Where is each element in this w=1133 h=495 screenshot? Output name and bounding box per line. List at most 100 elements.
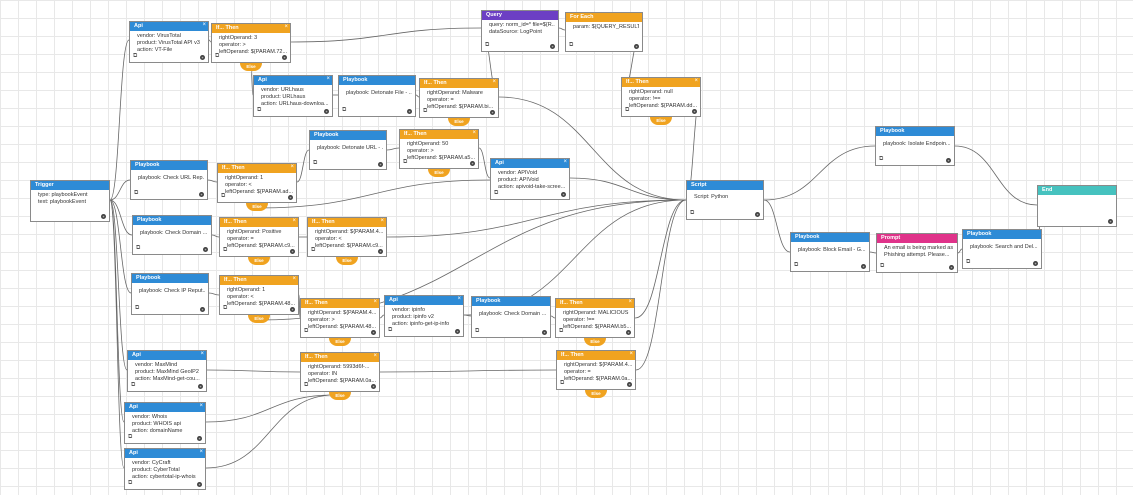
close-icon[interactable]: ×: [326, 76, 330, 82]
close-icon[interactable]: ×: [199, 449, 203, 455]
prompt-node[interactable]: Prompt An email is being marked as a Phi…: [876, 233, 958, 273]
add-icon[interactable]: +: [290, 249, 295, 254]
copy-icon[interactable]: ⧉: [313, 160, 318, 166]
foreach-node[interactable]: For Each param: ${QUERY_RESULT... ⧉ +: [565, 12, 643, 52]
close-icon[interactable]: ×: [292, 276, 296, 282]
add-icon[interactable]: +: [199, 192, 204, 197]
playbook-check-ip-node[interactable]: Playbook playbook: Check IP Reput... ⧉ +: [131, 273, 209, 315]
playbook-search-delete-node[interactable]: Playbook playbook: Search and Del... ⧉ +: [962, 229, 1042, 269]
condition-ip2-node[interactable]: If... Then × rightOperand: ${PARAM.4... …: [300, 298, 380, 338]
api-virustotal-node[interactable]: Api × vendor: VirusTotal product: VirusT…: [129, 21, 209, 63]
playbook-isolate-endpoint-node[interactable]: Playbook playbook: Isolate Endpoin... ⧉ …: [875, 126, 955, 166]
copy-icon[interactable]: ⧉: [625, 107, 630, 113]
copy-icon[interactable]: ⧉: [223, 305, 228, 311]
condition-vt-node[interactable]: If... Then × rightOperand: 3 operator: >…: [211, 23, 291, 63]
else-branch[interactable]: Else: [585, 390, 607, 398]
add-icon[interactable]: +: [946, 158, 951, 163]
condition-positive-node[interactable]: If... Then × rightOperand: Positive oper…: [219, 217, 299, 257]
playbook-check-url-node[interactable]: Playbook playbook: Check URL Rep... ⧉ +: [130, 160, 208, 200]
copy-icon[interactable]: ⧉: [342, 107, 347, 113]
close-icon[interactable]: ×: [628, 299, 632, 305]
copy-icon[interactable]: ⧉: [494, 190, 499, 196]
else-branch[interactable]: Else: [329, 392, 351, 400]
close-icon[interactable]: ×: [472, 130, 476, 136]
api-whois-node[interactable]: Api × vendor: Whois product: WHOIS api a…: [124, 402, 206, 444]
close-icon[interactable]: ×: [290, 164, 294, 170]
else-branch[interactable]: Else: [246, 203, 268, 211]
condition-ip-node[interactable]: If... Then × rightOperand: 1 operator: <…: [219, 275, 299, 315]
add-icon[interactable]: +: [371, 330, 376, 335]
close-icon[interactable]: ×: [202, 22, 206, 28]
condition-50-node[interactable]: If... Then × rightOperand: 50 operator: …: [399, 129, 479, 169]
copy-icon[interactable]: ⧉: [794, 262, 799, 268]
api-maxmind-node[interactable]: Api × vendor: MaxMind product: MaxMind G…: [127, 350, 207, 392]
playbook-check-domain-node[interactable]: Playbook playbook: Check Domain ... ⧉ +: [132, 215, 212, 255]
else-branch[interactable]: Else: [336, 257, 358, 265]
add-icon[interactable]: +: [470, 161, 475, 166]
add-icon[interactable]: +: [561, 192, 566, 197]
copy-icon[interactable]: ⧉: [223, 247, 228, 253]
close-icon[interactable]: ×: [373, 299, 377, 305]
add-icon[interactable]: +: [282, 55, 287, 60]
playbook-detonate-file-node[interactable]: Playbook playbook: Detonate File - ... ⧉…: [338, 75, 416, 117]
close-icon[interactable]: ×: [200, 351, 204, 357]
else-branch[interactable]: Else: [428, 169, 450, 177]
close-icon[interactable]: ×: [373, 353, 377, 359]
else-branch[interactable]: Else: [240, 63, 262, 71]
copy-icon[interactable]: ⧉: [134, 190, 139, 196]
add-icon[interactable]: +: [203, 247, 208, 252]
copy-icon[interactable]: ⧉: [423, 108, 428, 114]
copy-icon[interactable]: ⧉: [221, 193, 226, 199]
api-apivoid-node[interactable]: Api × vendor: APIVoid product: APIVoid a…: [490, 158, 570, 200]
api-cycraft-node[interactable]: Api × vendor: CyCraft product: CyberTota…: [124, 448, 206, 490]
close-icon[interactable]: ×: [199, 403, 203, 409]
condition-url-node[interactable]: If... Then × rightOperand: 1 operator: <…: [217, 163, 297, 203]
playbook-check-domain-2-node[interactable]: Playbook playbook: Check Domain ... ⧉ +: [471, 296, 551, 338]
copy-icon[interactable]: ⧉: [311, 247, 316, 253]
copy-icon[interactable]: ⧉: [403, 159, 408, 165]
copy-icon[interactable]: ⧉: [128, 434, 133, 440]
copy-icon[interactable]: ⧉: [304, 328, 309, 334]
copy-icon[interactable]: ⧉: [880, 263, 885, 269]
copy-icon[interactable]: ⧉: [879, 156, 884, 162]
add-icon[interactable]: +: [1033, 261, 1038, 266]
add-icon[interactable]: +: [101, 214, 106, 219]
add-icon[interactable]: +: [378, 162, 383, 167]
add-icon[interactable]: +: [324, 109, 329, 114]
add-icon[interactable]: +: [200, 307, 205, 312]
add-icon[interactable]: +: [692, 109, 697, 114]
add-icon[interactable]: +: [371, 384, 376, 389]
else-branch[interactable]: Else: [650, 117, 672, 125]
close-icon[interactable]: ×: [292, 218, 296, 224]
script-node[interactable]: Script Script: Python ⧉ +: [686, 180, 764, 220]
copy-icon[interactable]: ⧉: [475, 328, 480, 334]
else-branch[interactable]: Else: [448, 118, 470, 126]
copy-icon[interactable]: ⧉: [257, 107, 262, 113]
add-icon[interactable]: +: [197, 436, 202, 441]
add-icon[interactable]: +: [197, 482, 202, 487]
copy-icon[interactable]: ⧉: [131, 382, 136, 388]
copy-icon[interactable]: ⧉: [133, 53, 138, 59]
add-icon[interactable]: +: [198, 384, 203, 389]
copy-icon[interactable]: ⧉: [559, 328, 564, 334]
add-icon[interactable]: +: [861, 264, 866, 269]
copy-icon[interactable]: ⧉: [966, 259, 971, 265]
condition-param-b-node[interactable]: If... Then × rightOperand: ${PARAM.4... …: [556, 350, 636, 390]
add-icon[interactable]: +: [550, 44, 555, 49]
close-icon[interactable]: ×: [492, 79, 496, 85]
copy-icon[interactable]: ⧉: [136, 245, 141, 251]
add-icon[interactable]: +: [542, 330, 547, 335]
trigger-node[interactable]: Trigger type: playbookEvent text: playbo…: [30, 180, 110, 222]
condition-in-node[interactable]: If... Then × rightOperand: 5993d6f-... o…: [300, 352, 380, 392]
add-icon[interactable]: +: [627, 382, 632, 387]
playbook-detonate-url-node[interactable]: Playbook playbook: Detonate URL - ... ⧉ …: [309, 130, 387, 170]
copy-icon[interactable]: ⧉: [569, 42, 574, 48]
condition-param-node[interactable]: If... Then × rightOperand: ${PARAM.4... …: [307, 217, 387, 257]
else-branch[interactable]: Else: [329, 338, 351, 346]
copy-icon[interactable]: ⧉: [485, 42, 490, 48]
copy-icon[interactable]: ⧉: [215, 53, 220, 59]
add-icon[interactable]: +: [490, 110, 495, 115]
close-icon[interactable]: ×: [694, 78, 698, 84]
add-icon[interactable]: +: [634, 44, 639, 49]
add-icon[interactable]: +: [378, 249, 383, 254]
